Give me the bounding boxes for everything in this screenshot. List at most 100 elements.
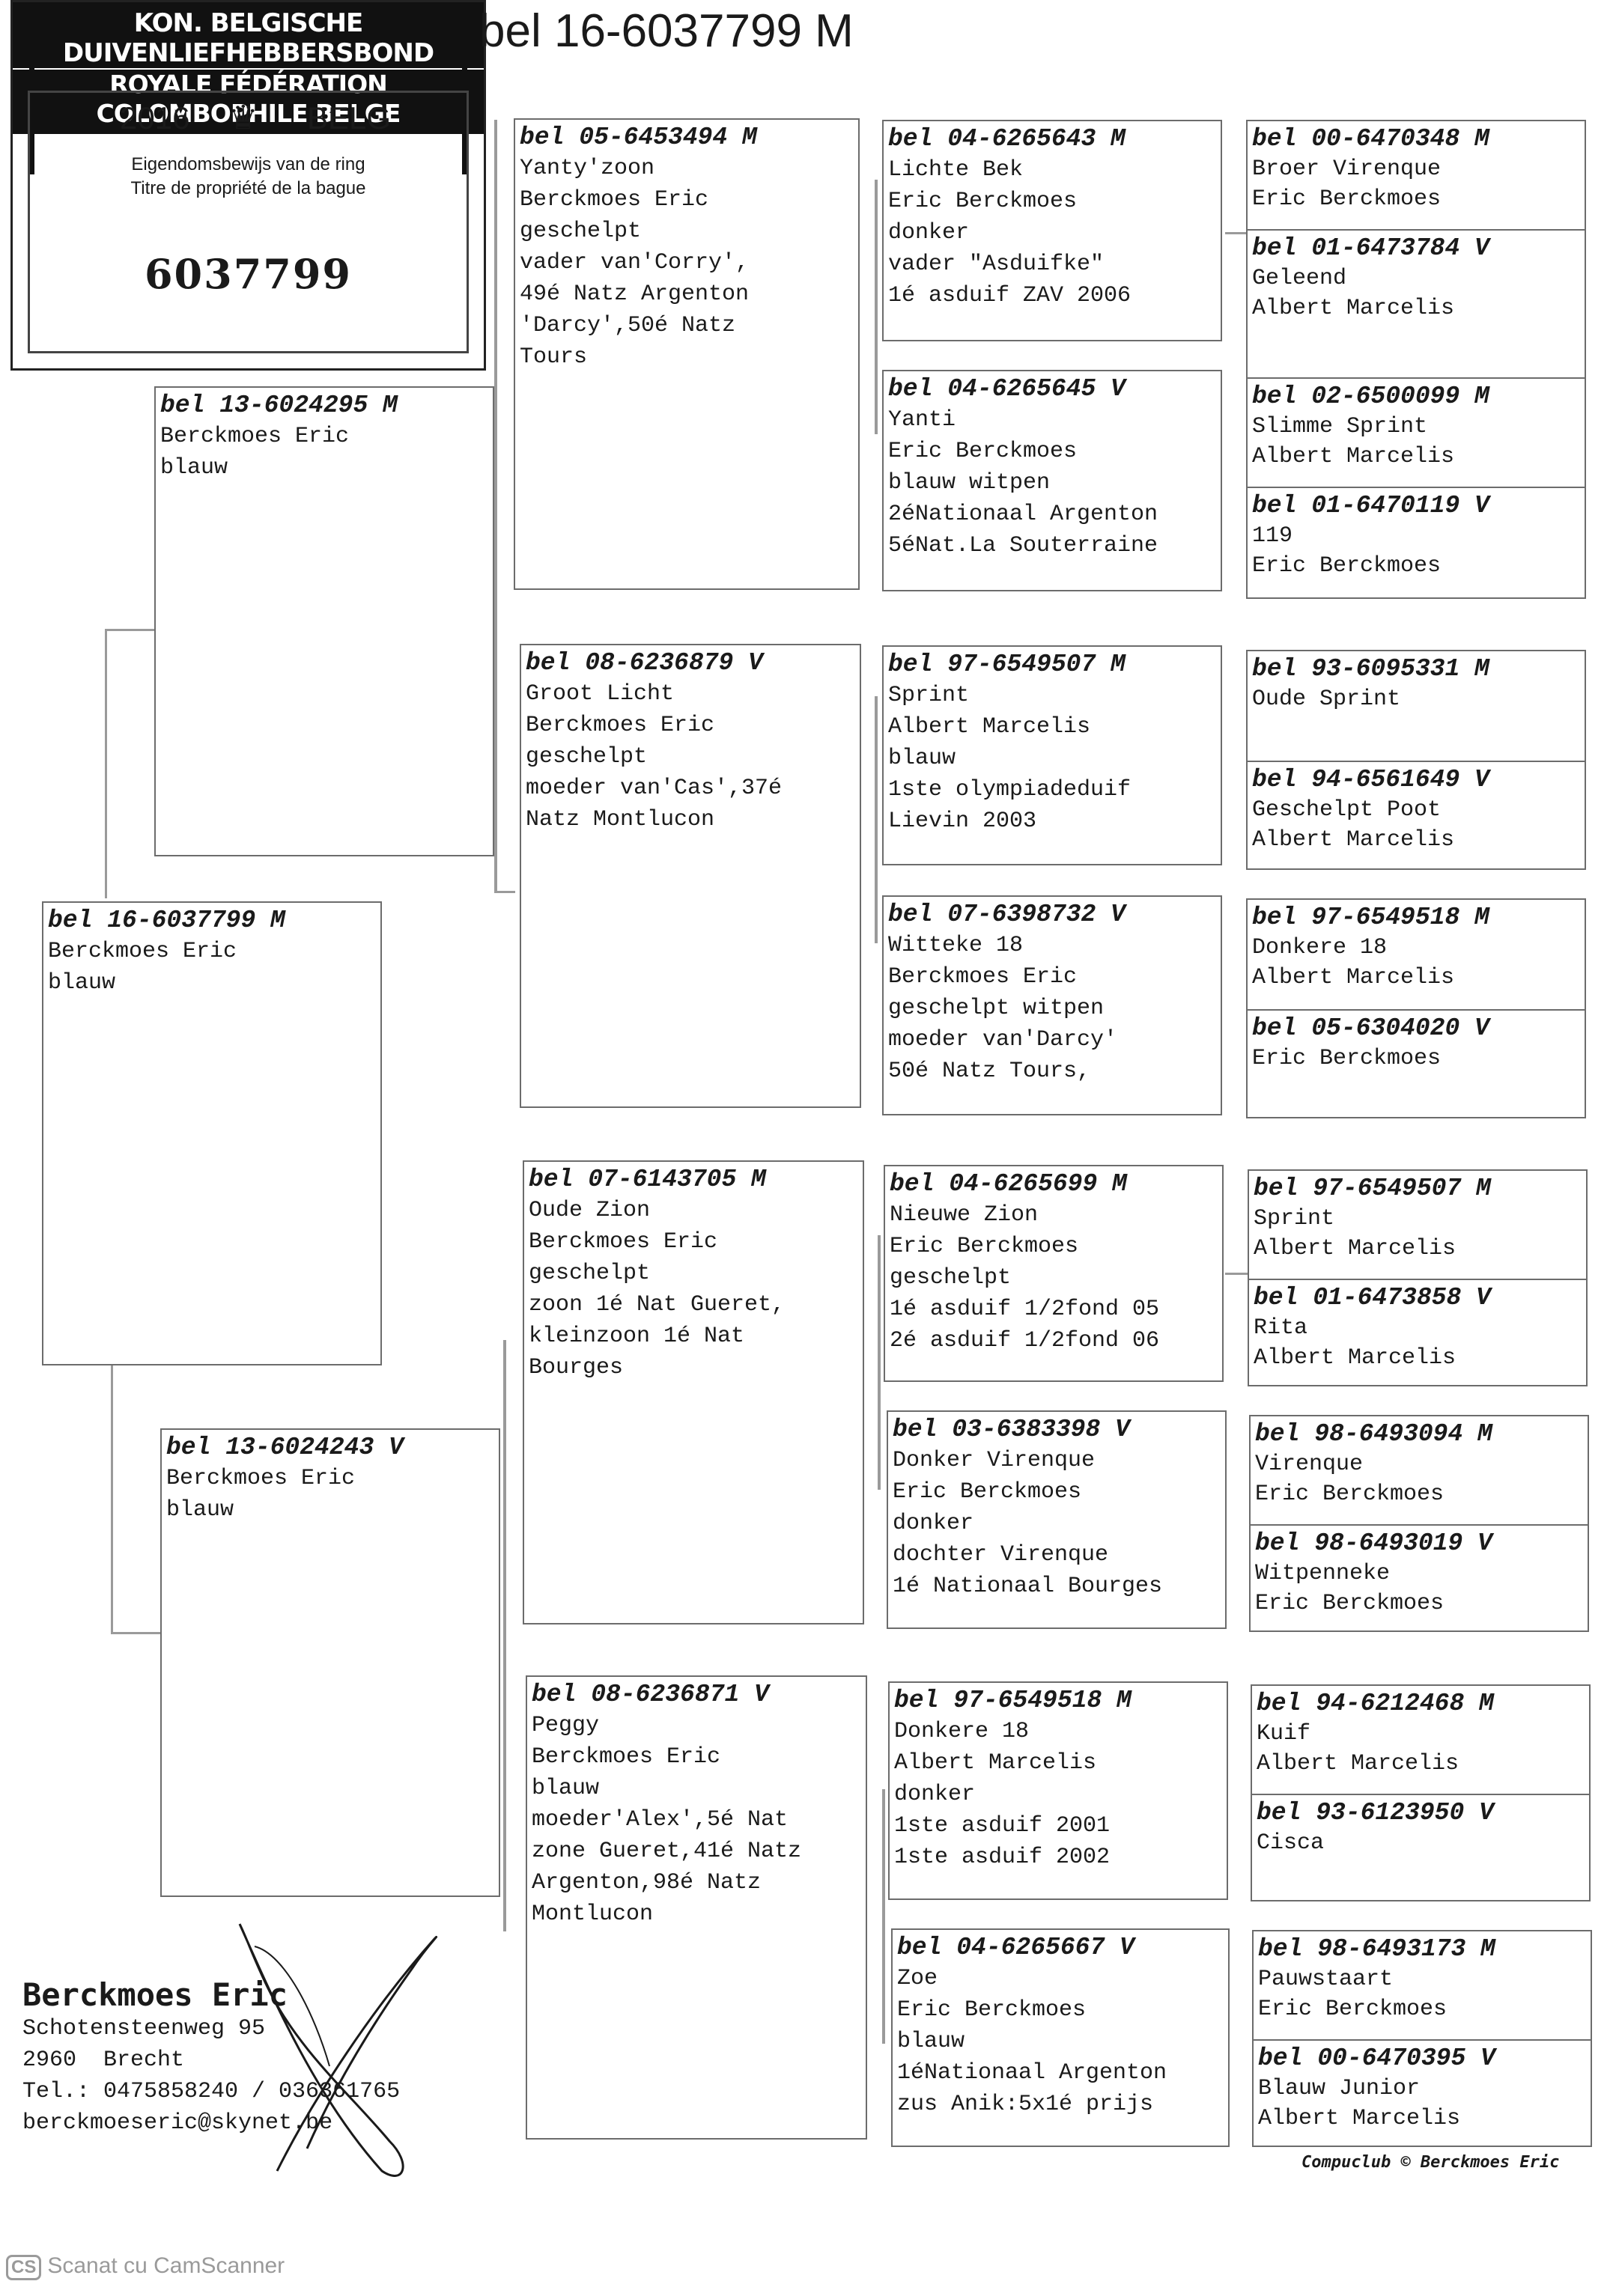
breeder-city: 2960 Brecht — [22, 2047, 185, 2073]
pigeon-info: 1éNationaal Argenton — [897, 2059, 1167, 2086]
pigeon-info: 1ste olympiadeduif — [888, 776, 1132, 803]
pigeon-info: donker — [888, 219, 970, 246]
pigeon-info: geschelpt — [529, 1260, 651, 1286]
pigeon-info: Zoe — [897, 1965, 938, 1991]
pigeon-pair-sire: bel 00-6470348 M Broer Virenque Eric Ber… — [1248, 121, 1585, 231]
ring-number: bel 13-6024243 V — [166, 1434, 404, 1461]
pigeon-info: Yanty'zoon — [520, 155, 655, 181]
pigeon-info: vader "Asduifke" — [888, 251, 1105, 277]
pigeon-info: Berckmoes Eric — [888, 963, 1078, 990]
card-right-bar — [462, 47, 467, 174]
connector-line — [875, 180, 878, 434]
connector-line — [875, 696, 878, 943]
pigeon-pair-sire: bel 93-6095331 M Oude Sprint — [1248, 651, 1585, 762]
pigeon-info: Albert Marcelis — [894, 1750, 1097, 1776]
ring-number: bel 01-6470119 V — [1252, 492, 1489, 520]
pigeon-info: Blauw Junior — [1258, 2075, 1421, 2101]
pigeon-info: kleinzoon 1é Nat — [529, 1323, 745, 1349]
ring-number: bel 98-6493019 V — [1255, 1529, 1492, 1557]
pigeon-card-great-grandparent: bel 04-6265643 M Lichte Bek Eric Berckmo… — [882, 120, 1222, 341]
pigeon-info: Eric Berckmoes — [1252, 552, 1442, 579]
pigeon-info: Donkere 18 — [1252, 934, 1388, 960]
ring-ownership-card: KON. BELGISCHE DUIVENLIEFHEBBERSBOND ROY… — [10, 0, 486, 371]
pigeon-info: Geschelpt Poot — [1252, 797, 1442, 823]
pigeon-card-grandparent: bel 08-6236879 V Groot Licht Berckmoes E… — [520, 644, 861, 1108]
pigeon-info: Berckmoes Eric — [520, 186, 709, 213]
pigeon-info: Albert Marcelis — [1252, 443, 1455, 469]
pigeon-info: Albert Marcelis — [1252, 964, 1455, 990]
pigeon-card-grandparent: bel 08-6236871 V Peggy Berckmoes Eric bl… — [526, 1675, 867, 2140]
pigeon-info: blauw — [897, 2028, 965, 2054]
connector-line — [111, 1632, 162, 1634]
pigeon-card-great-grandparent: bel 03-6383398 V Donker Virenque Eric Be… — [887, 1410, 1227, 1629]
connector-line — [494, 120, 497, 891]
signature — [238, 1923, 438, 2177]
pigeon-info: Albert Marcelis — [1257, 1750, 1459, 1776]
pigeon-info: Albert Marcelis — [1252, 826, 1455, 853]
ring-number: bel 07-6143705 M — [529, 1166, 766, 1193]
pigeon-info: Broer Virenque — [1252, 156, 1442, 182]
pigeon-pair-box: bel 94-6212468 M Kuif Albert Marcelis be… — [1251, 1684, 1591, 1901]
pigeon-card-dam: bel 13-6024243 V Berckmoes Eric blauw — [160, 1428, 500, 1897]
pigeon-info: donker — [893, 1510, 974, 1536]
ring-number: bel 94-6212468 M — [1257, 1690, 1494, 1717]
pigeon-card-grandparent: bel 05-6453494 M Yanty'zoon Berckmoes Er… — [514, 118, 860, 590]
pigeon-info: Geleend — [1252, 265, 1347, 291]
pigeon-info: vader van'Corry', — [520, 249, 750, 275]
pigeon-info: 119 — [1252, 523, 1293, 549]
pigeon-info: zoon 1é Nat Gueret, — [529, 1291, 786, 1318]
pigeon-info: blauw — [48, 969, 116, 996]
pigeon-info: Oude Zion — [529, 1197, 651, 1223]
ring-number: bel 93-6095331 M — [1252, 655, 1489, 683]
ring-number: bel 93-6123950 V — [1257, 1799, 1494, 1827]
card-left-bar — [29, 47, 34, 174]
ring-number: bel 08-6236871 V — [532, 1681, 769, 1708]
ring-number: bel 97-6549507 M — [1254, 1175, 1491, 1202]
pigeon-pair-box: bel 93-6095331 M Oude Sprint bel 94-6561… — [1246, 650, 1586, 870]
pigeon-info: dochter Virenque — [893, 1541, 1109, 1568]
pigeon-info: blauw — [160, 454, 228, 481]
pigeon-card-grandparent: bel 07-6143705 M Oude Zion Berckmoes Eri… — [523, 1160, 864, 1624]
pigeon-info: Berckmoes Eric — [532, 1744, 721, 1770]
ring-number: bel 16-6037799 M — [48, 907, 285, 934]
pigeon-card-subject: bel 16-6037799 M Berckmoes Eric blauw — [42, 901, 382, 1365]
pigeon-pair-box: bel 02-6500099 M Slimme Sprint Albert Ma… — [1246, 377, 1586, 599]
pigeon-info: 2éNationaal Argenton — [888, 501, 1158, 527]
pigeon-info: Kuif — [1257, 1720, 1311, 1747]
connector-line — [882, 1789, 885, 2044]
pigeon-info: Albert Marcelis — [888, 713, 1091, 740]
pigeon-pair-dam: bel 94-6561649 V Geschelpt Poot Albert M… — [1248, 762, 1585, 870]
ring-number: bel 04-6265645 V — [888, 375, 1126, 403]
connector-line — [494, 891, 515, 893]
pigeon-info: Eric Berckmoes — [1252, 186, 1442, 212]
pigeon-info: Nieuwe Zion — [890, 1202, 1039, 1228]
pigeon-info: Albert Marcelis — [1254, 1235, 1457, 1261]
federation-name-fr: ROYALE FÉDÉRATION COLOMBOPHILE BELGE — [13, 68, 484, 134]
ring-number: bel 07-6398732 V — [888, 901, 1126, 928]
pigeon-info: Eric Berckmoes — [888, 438, 1078, 464]
pigeon-info: Berckmoes Eric — [48, 938, 237, 964]
pigeon-info: Eric Berckmoes — [893, 1479, 1082, 1505]
pigeon-info: Lievin 2003 — [888, 808, 1037, 834]
ring-number: bel 13-6024295 M — [160, 392, 398, 419]
pigeon-card-great-grandparent: bel 04-6265699 M Nieuwe Zion Eric Berckm… — [884, 1165, 1224, 1382]
card-year: 2016 — [120, 100, 190, 135]
connector-line — [1225, 1273, 1248, 1275]
pigeon-info: Cisca — [1257, 1830, 1325, 1856]
pigeon-info: Yanti — [888, 406, 956, 433]
camscanner-logo: CS — [6, 2255, 42, 2280]
ring-number: bel 98-6493094 M — [1255, 1420, 1492, 1448]
pigeon-info: Eric Berckmoes — [1252, 1045, 1442, 1071]
pigeon-card-great-grandparent: bel 07-6398732 V Witteke 18 Berckmoes Er… — [882, 895, 1222, 1115]
pigeon-info: Eric Berckmoes — [888, 188, 1078, 214]
ring-number: bel 01-6473858 V — [1254, 1284, 1491, 1312]
pigeon-pair-dam: bel 98-6493019 V Witpenneke Eric Berckmo… — [1251, 1526, 1588, 1632]
pigeon-info: moeder van'Darcy' — [888, 1026, 1118, 1053]
pigeon-pair-sire: bel 02-6500099 M Slimme Sprint Albert Ma… — [1248, 379, 1585, 488]
ring-number: bel 04-6265667 V — [897, 1934, 1134, 1961]
pigeon-info: blauw — [532, 1775, 600, 1801]
footer-credit: Compuclub © Berckmoes Eric — [1301, 2153, 1560, 2172]
pigeon-info: Lichte Bek — [888, 156, 1024, 183]
pigeon-pair-box: bel 97-6549518 M Donkere 18 Albert Marce… — [1246, 898, 1586, 1118]
ring-number: bel 00-6470395 V — [1258, 2044, 1495, 2072]
